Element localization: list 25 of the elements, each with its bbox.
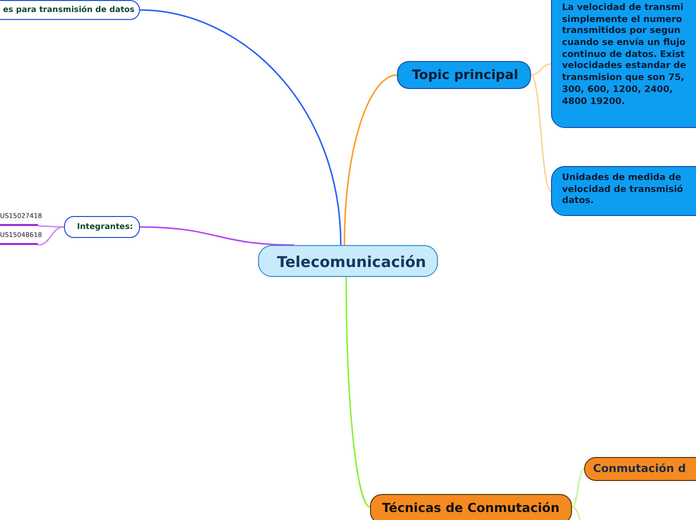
topic-text: Topic principal bbox=[412, 68, 518, 83]
branch-line bbox=[38, 226, 64, 246]
branch-line bbox=[140, 9, 342, 246]
topic-box bbox=[584, 457, 696, 481]
topic-box bbox=[370, 494, 572, 520]
topic-box bbox=[551, 166, 696, 216]
topic-text: Unidades de medida de velocidad de transmisió datos. bbox=[562, 173, 684, 208]
topic-box bbox=[0, 0, 140, 20]
topic-text: Conmutación d bbox=[593, 462, 686, 475]
topic-text: Telecomunicación bbox=[277, 253, 426, 271]
topic-text: Técnicas de Conmutación bbox=[382, 500, 560, 515]
topic-text: es para transmisión de datos bbox=[3, 5, 135, 14]
branch-line bbox=[572, 468, 584, 508]
topic-box bbox=[64, 216, 140, 238]
topic-text: Integrantes: bbox=[77, 222, 133, 231]
branch-line bbox=[530, 63, 552, 76]
topic-box bbox=[397, 61, 531, 89]
branch-line bbox=[140, 226, 294, 246]
topic-text: La velocidad de transmi simplemente el numero transmitidos por segun cuando se envía un flujo continuo de datos. Exist velocidades estandar de transmision que son 75, 300, 600, 1200, 2400, 4800 19200. bbox=[562, 3, 688, 108]
central-topic-box bbox=[258, 245, 438, 277]
topic-box bbox=[551, 0, 696, 128]
branch-line bbox=[344, 74, 398, 246]
branch-line bbox=[38, 225, 64, 228]
branch-line bbox=[345, 277, 370, 508]
branch-line bbox=[530, 74, 552, 192]
